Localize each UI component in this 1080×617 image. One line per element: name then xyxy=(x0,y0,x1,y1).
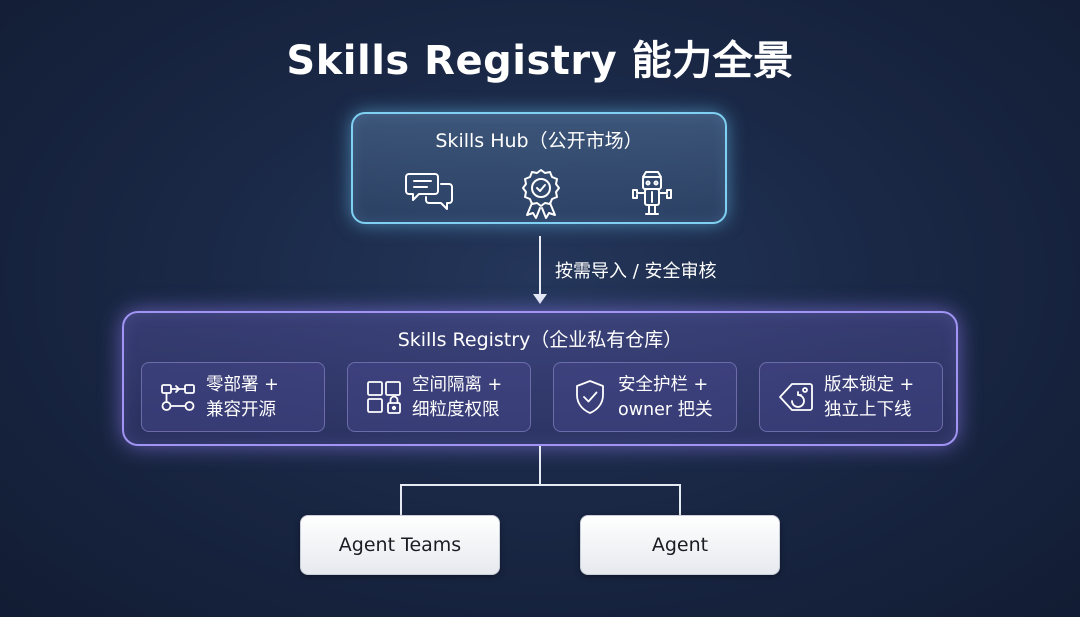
version-tag-icon xyxy=(776,377,816,417)
import-arrow-line xyxy=(539,236,541,296)
agent-teams-box: Agent Teams xyxy=(300,515,500,575)
feature-zero-deploy: 零部署 + 兼容开源 xyxy=(141,362,325,432)
feature-line1: 安全护栏 + xyxy=(618,375,709,395)
agent-box: Agent xyxy=(580,515,780,575)
chat-bubbles-icon xyxy=(403,166,457,220)
feature-line1: 零部署 + xyxy=(206,375,279,395)
import-arrow-label: 按需导入 / 安全审核 xyxy=(555,261,717,282)
connector-horizontal xyxy=(400,484,681,486)
feature-line1: 版本锁定 + xyxy=(824,375,915,395)
connector-right xyxy=(679,484,681,515)
import-arrow-head xyxy=(533,294,547,304)
feature-space-isolation: 空间隔离 + 细粒度权限 xyxy=(347,362,531,432)
feature-version-lock: 版本锁定 + 独立上下线 xyxy=(759,362,943,432)
award-badge-icon xyxy=(514,166,568,220)
puzzle-robot-icon xyxy=(625,166,679,220)
page-title: Skills Registry 能力全景 xyxy=(286,38,794,84)
workflow-nodes-icon xyxy=(158,377,198,417)
skills-hub-title: Skills Hub（公开市场） xyxy=(435,130,643,152)
feature-line2: 兼容开源 xyxy=(206,400,276,420)
skills-registry-box: Skills Registry（企业私有仓库） 零部署 + 兼容开源 xyxy=(122,311,958,446)
feature-line2: owner 把关 xyxy=(618,400,713,420)
skills-hub-box: Skills Hub（公开市场） xyxy=(351,112,727,224)
connector-trunk xyxy=(539,446,541,485)
feature-line2: 细粒度权限 xyxy=(412,400,500,420)
space-lock-icon xyxy=(364,377,404,417)
feature-line1: 空间隔离 + xyxy=(412,375,503,395)
feature-safety-guardrails: 安全护栏 + owner 把关 xyxy=(553,362,737,432)
shield-check-icon xyxy=(570,377,610,417)
skills-registry-title: Skills Registry（企业私有仓库） xyxy=(397,329,683,351)
connector-left xyxy=(400,484,402,515)
feature-line2: 独立上下线 xyxy=(824,400,912,420)
